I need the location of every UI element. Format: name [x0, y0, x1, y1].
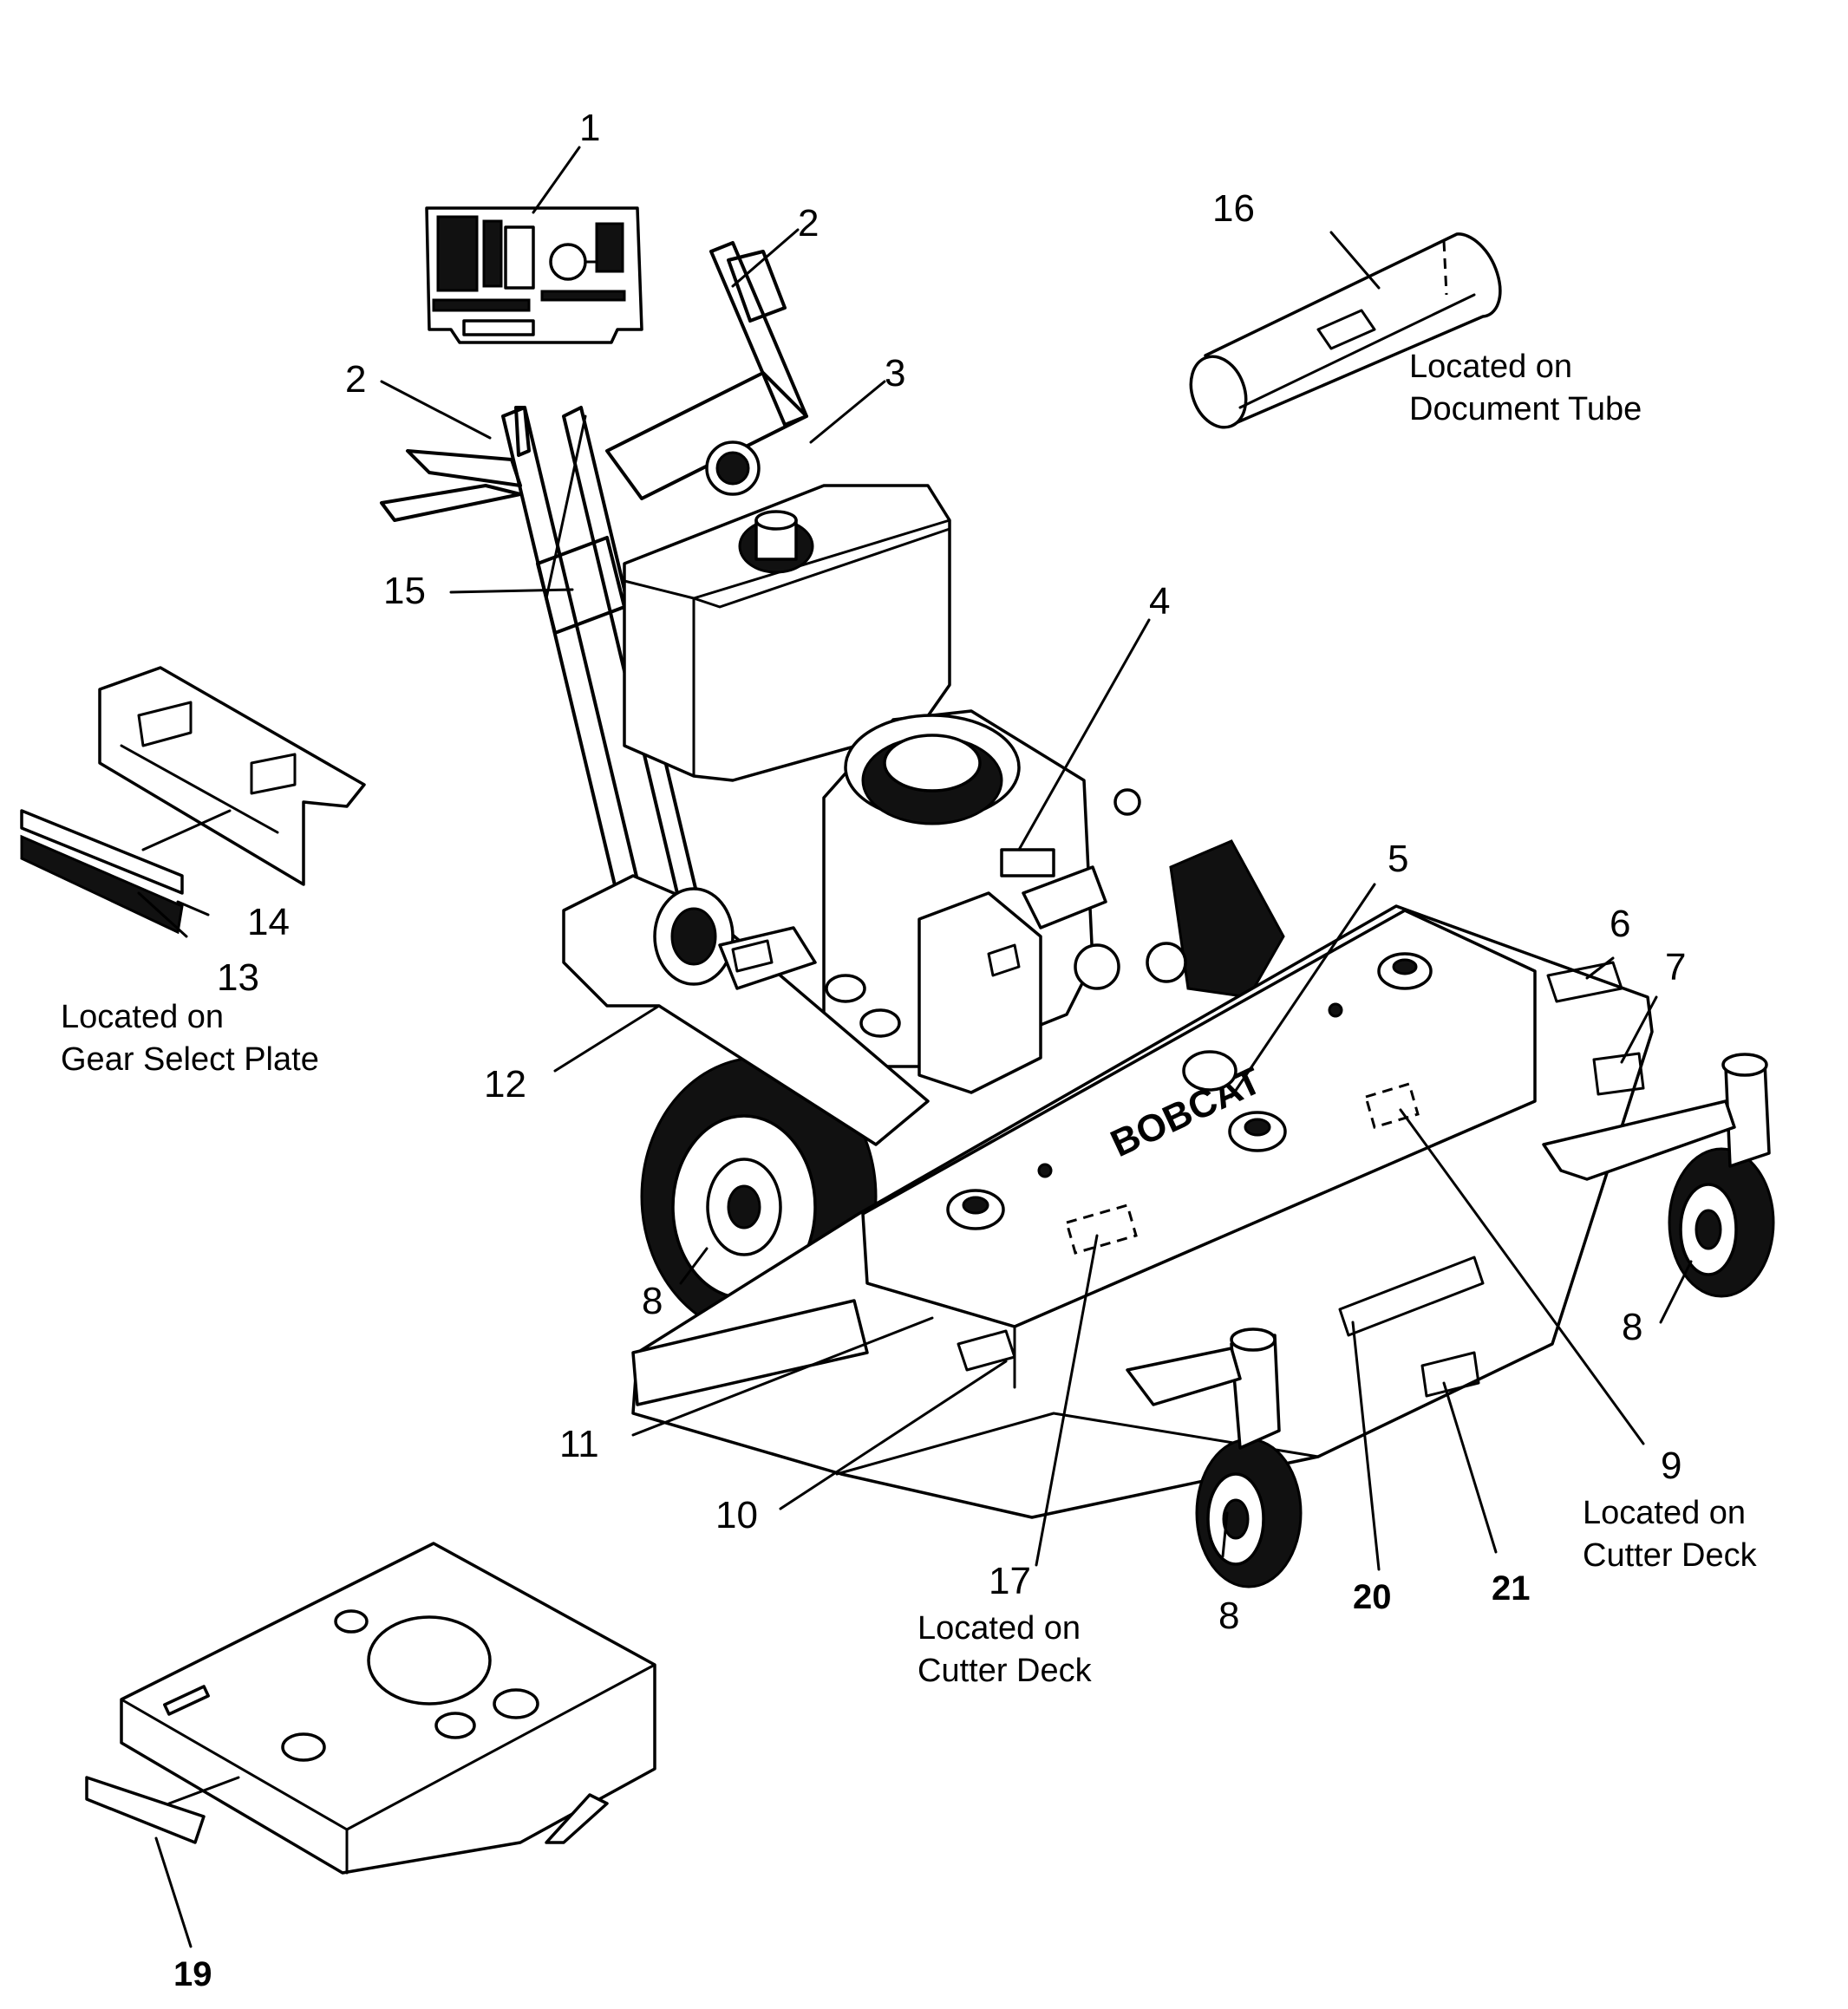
callout-2-left: 2	[345, 358, 366, 401]
callout-20: 20	[1353, 1578, 1392, 1616]
leader-lines	[137, 146, 1693, 1948]
right-caster-wheel	[1542, 1053, 1775, 1298]
document-tube	[1189, 232, 1502, 429]
callout-1: 1	[579, 107, 600, 149]
callout-19: 19	[173, 1955, 212, 1993]
note-cutter-deck-17-line2: Cutter Deck	[917, 1653, 1093, 1689]
front-caster-wheel	[1126, 1327, 1303, 1588]
note-document-tube-line1: Located on	[1409, 349, 1572, 385]
base-plate	[85, 1542, 656, 1875]
callout-17: 17	[989, 1560, 1031, 1602]
callout-8-right: 8	[1622, 1306, 1642, 1348]
callout-3: 3	[885, 352, 905, 395]
callout-5: 5	[1388, 838, 1408, 880]
location-notes: Located on Document Tube Located on Gear…	[61, 349, 1758, 1689]
callout-7: 7	[1665, 946, 1686, 988]
callout-11: 11	[559, 1423, 599, 1465]
callout-21: 21	[1492, 1569, 1531, 1608]
callout-6: 6	[1610, 903, 1630, 945]
cutter-deck: BOBCAT	[631, 904, 1654, 1519]
control-panel-decal	[425, 206, 643, 344]
callout-13: 13	[217, 956, 259, 999]
callout-8-left: 8	[642, 1280, 663, 1322]
callout-10: 10	[715, 1494, 758, 1536]
note-cutter-deck-9-line2: Cutter Deck	[1583, 1537, 1758, 1574]
callout-14: 14	[247, 901, 290, 943]
callout-16: 16	[1212, 187, 1255, 230]
callout-15: 15	[383, 570, 426, 612]
note-cutter-deck-17-line1: Located on	[917, 1610, 1081, 1647]
deck-decals	[731, 939, 1645, 1398]
callout-9: 9	[1661, 1445, 1681, 1487]
callout-4: 4	[1149, 580, 1170, 623]
note-cutter-deck-9-line1: Located on	[1583, 1495, 1746, 1531]
note-document-tube-line2: Document Tube	[1409, 391, 1642, 427]
note-gear-select-line1: Located on	[61, 999, 224, 1035]
callout-12: 12	[484, 1063, 526, 1106]
callout-8-front: 8	[1218, 1595, 1239, 1637]
right-drive-wheel	[1146, 839, 1285, 999]
callout-2-right: 2	[798, 202, 819, 245]
fuel-tank	[623, 484, 951, 782]
note-gear-select-line2: Gear Select Plate	[61, 1041, 319, 1078]
callout-numbers: 1 2 2 3 4 5 6 7 8 8 8 9 10 11 12 13 14 1…	[173, 107, 1686, 1993]
gear-select-plate	[20, 666, 366, 935]
engine	[822, 709, 1141, 1094]
chassis	[562, 874, 930, 1146]
